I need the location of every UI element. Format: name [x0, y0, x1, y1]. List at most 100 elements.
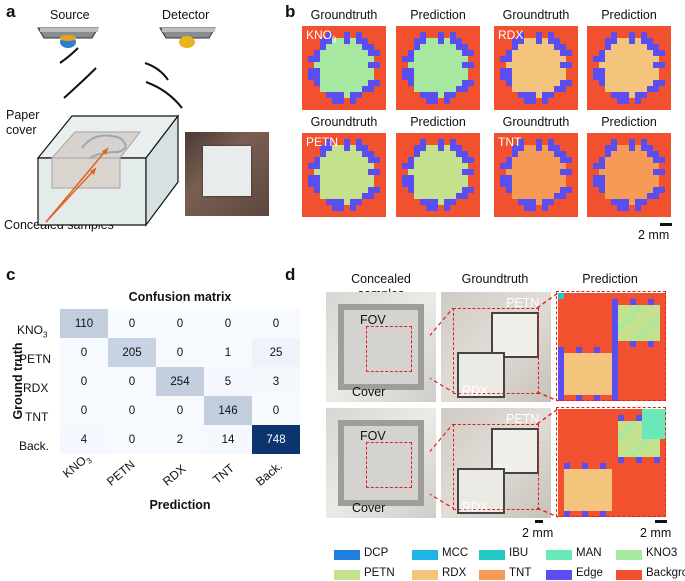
pixel: [641, 26, 648, 33]
pixel: [302, 199, 309, 206]
pixel: [564, 341, 571, 348]
pixel: [368, 169, 375, 176]
pixel: [624, 377, 631, 384]
pixel: [518, 92, 525, 99]
pixel: [623, 74, 630, 81]
pixel: [623, 38, 630, 45]
pixel: [356, 86, 363, 93]
pixel: [635, 74, 642, 81]
pixel: [570, 475, 577, 482]
pixel: [554, 74, 561, 81]
cm-col-rdx: RDX: [160, 461, 189, 489]
pixel: [560, 157, 567, 164]
pixel: [623, 26, 630, 33]
pixel: [570, 395, 577, 401]
pixel: [648, 305, 655, 312]
panel-label-b: b: [285, 2, 296, 21]
pixel: [356, 139, 363, 146]
pixel: [530, 181, 537, 188]
pixel: [408, 74, 415, 81]
pixel: [500, 181, 507, 188]
cm-col-tnt: TNT: [210, 461, 237, 487]
pixel: [654, 421, 661, 428]
pixel: [414, 44, 421, 51]
pixel: [314, 98, 321, 105]
pixel: [362, 80, 369, 87]
pixel: [599, 181, 606, 188]
pixel: [605, 169, 612, 176]
pixel: [611, 133, 618, 140]
b-header-prediction-3: Prediction: [410, 115, 466, 129]
pixel: [648, 421, 655, 428]
pixel: [648, 299, 655, 306]
cm-title: Confusion matrix: [128, 290, 232, 304]
pixel: [414, 133, 421, 140]
pixel: [564, 347, 571, 354]
pixel: [588, 389, 595, 396]
pixel: [302, 98, 309, 105]
pixel: [462, 187, 469, 194]
pixel: [396, 26, 403, 33]
pixel: [536, 157, 543, 164]
pixel: [308, 62, 315, 69]
pixel: [635, 92, 642, 99]
pixel: [572, 74, 578, 81]
pixel: [588, 317, 595, 324]
pixel: [518, 193, 525, 200]
pixel: [593, 80, 600, 87]
pixel: [653, 157, 660, 164]
pixel: [618, 409, 625, 416]
pixel: [576, 475, 583, 482]
pixel: [570, 439, 577, 446]
pixel: [450, 139, 457, 146]
pixel: [408, 92, 415, 99]
pixel: [456, 92, 463, 99]
pixel: [660, 439, 666, 446]
pixel: [566, 169, 573, 176]
pixel: [606, 493, 613, 500]
pixel: [450, 163, 457, 170]
pixel: [566, 104, 573, 110]
pixel: [599, 151, 606, 158]
pixel: [344, 56, 351, 63]
pixel: [600, 335, 607, 342]
pixel: [618, 427, 625, 434]
pixel: [566, 80, 573, 87]
pixel: [524, 44, 531, 51]
pixel: [641, 92, 648, 99]
pixel: [536, 133, 543, 140]
pixel: [635, 80, 642, 87]
pixel: [564, 463, 571, 470]
pixel: [642, 499, 649, 506]
pixel: [564, 389, 571, 396]
pixel: [356, 44, 363, 51]
pixel: [356, 169, 363, 176]
pixel: [500, 74, 507, 81]
pixel: [396, 205, 403, 212]
cm-cell: 0: [156, 309, 204, 338]
pixel: [368, 175, 375, 182]
pixel: [524, 139, 531, 146]
pixel: [636, 323, 643, 330]
pixel: [635, 38, 642, 45]
pixel: [636, 311, 643, 318]
pixel: [420, 50, 427, 57]
pixel: [524, 169, 531, 176]
groundtruth-photo-2: [441, 408, 551, 518]
pixel: [438, 211, 445, 217]
pixel: [566, 151, 573, 158]
cm-cell: 146: [204, 396, 252, 425]
pixel: [641, 104, 648, 110]
pixel: [524, 151, 531, 158]
pixel: [660, 347, 666, 354]
pixel: [402, 68, 409, 75]
pixel: [362, 32, 369, 39]
source-device: [37, 27, 99, 48]
pixel: [564, 493, 571, 500]
pixel: [426, 181, 433, 188]
pixel: [642, 329, 649, 336]
pixel: [623, 92, 630, 99]
pixel: [600, 463, 607, 470]
pixel: [518, 181, 525, 188]
pixel: [344, 74, 351, 81]
